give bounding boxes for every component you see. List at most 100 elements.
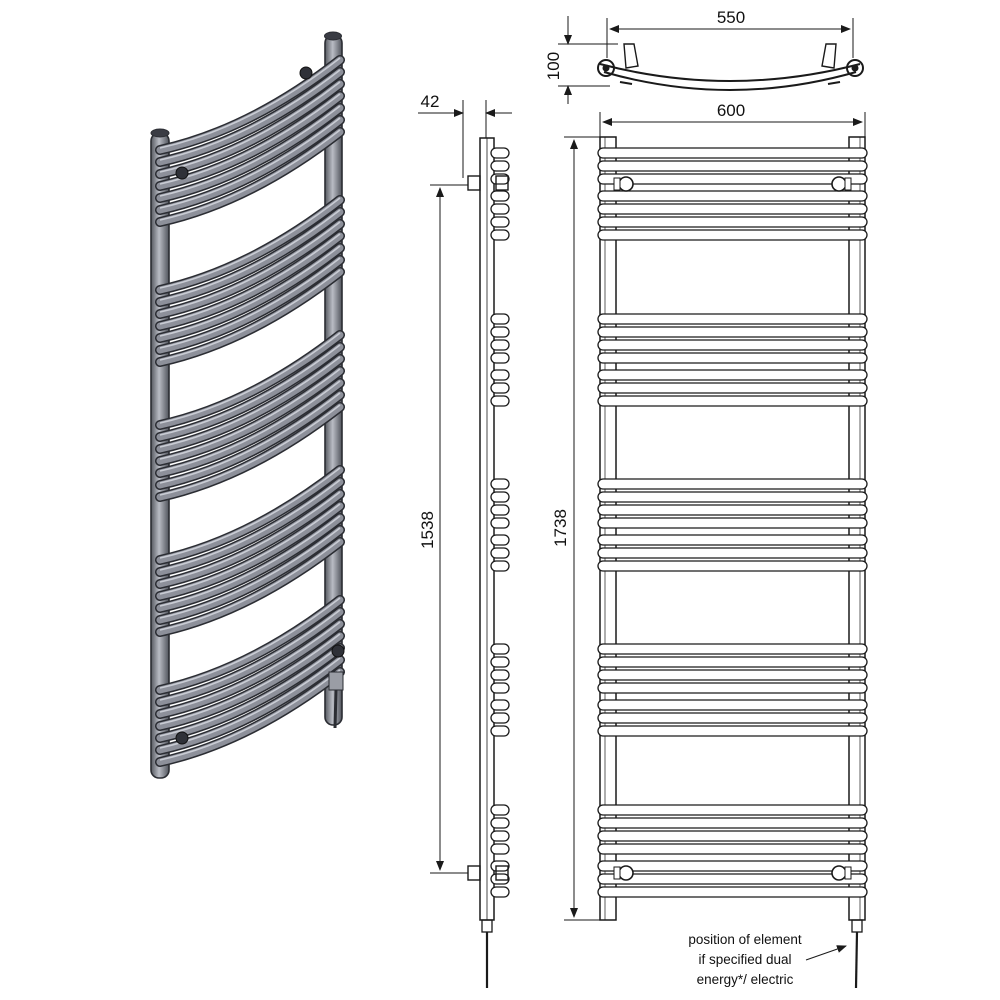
front-rail xyxy=(597,352,868,364)
front-rail xyxy=(597,160,868,172)
dim-550-label: 550 xyxy=(717,8,745,27)
side-view: 42 1538 xyxy=(418,92,512,988)
side-rail-stub xyxy=(490,560,510,572)
perspective-rail-highlight xyxy=(159,467,341,559)
perspective-rail-highlight xyxy=(159,503,341,595)
perspective-rail-highlight xyxy=(159,645,341,737)
front-rail xyxy=(597,190,868,202)
front-rail xyxy=(597,669,868,681)
perspective-rail-highlight xyxy=(159,209,341,301)
element-arrow-icon xyxy=(805,945,847,961)
perspective-rail-highlight xyxy=(159,669,341,761)
perspective-rail-highlight xyxy=(159,539,341,631)
side-rail-stub xyxy=(490,313,510,325)
bracket xyxy=(331,644,345,658)
front-rail xyxy=(597,860,868,872)
right-upright-cap xyxy=(324,31,342,41)
perspective-rail xyxy=(156,343,344,441)
side-rail-stub xyxy=(490,682,510,694)
perspective-rail-highlight xyxy=(159,257,341,349)
perspective-rail xyxy=(156,56,344,154)
side-rail-stub xyxy=(490,725,510,737)
front-rail xyxy=(597,395,868,407)
dim-1538-label: 1538 xyxy=(418,511,437,549)
side-rail-stub xyxy=(490,190,510,202)
perspective-rail-highlight xyxy=(159,609,341,701)
front-rail xyxy=(597,886,868,898)
side-rail-stub xyxy=(490,656,510,668)
side-rail-stub xyxy=(490,830,510,842)
perspective-rail xyxy=(156,478,344,576)
side-rail-stub xyxy=(490,147,510,159)
side-rail-stub xyxy=(490,339,510,351)
front-rail xyxy=(597,547,868,559)
bracket xyxy=(175,166,189,180)
perspective-rail-highlight xyxy=(159,269,341,361)
perspective-rail xyxy=(156,490,344,588)
front-brackets xyxy=(613,176,852,881)
perspective-rail-highlight xyxy=(159,380,341,472)
perspective-rail-highlight xyxy=(159,633,341,725)
perspective-rail xyxy=(156,538,344,636)
side-rail-stub xyxy=(490,491,510,503)
dim-600-label: 600 xyxy=(717,101,745,120)
perspective-rail-highlight xyxy=(159,621,341,713)
perspective-rail xyxy=(156,379,344,477)
perspective-rail-highlight xyxy=(159,197,341,289)
front-rail xyxy=(597,229,868,241)
perspective-rail xyxy=(156,632,344,730)
front-rail xyxy=(597,830,868,842)
curved-rails xyxy=(155,55,345,767)
perspective-rail xyxy=(156,68,344,166)
perspective-rail-highlight xyxy=(159,356,341,448)
side-rail-stub xyxy=(490,160,510,172)
side-rail-stub xyxy=(490,326,510,338)
side-rail-stub xyxy=(490,395,510,407)
front-rail xyxy=(597,147,868,159)
perspective-rail-highlight xyxy=(159,515,341,607)
perspective-rail-highlight xyxy=(159,404,341,496)
perspective-rail-highlight xyxy=(159,245,341,337)
perspective-rail-highlight xyxy=(159,392,341,484)
front-rail xyxy=(597,491,868,503)
side-rail-stub xyxy=(490,669,510,681)
front-rail xyxy=(597,804,868,816)
perspective-rail-highlight xyxy=(159,479,341,571)
perspective-rail-highlight xyxy=(159,129,341,221)
perspective-rail-highlight xyxy=(159,344,341,436)
side-rail-stub xyxy=(490,203,510,215)
front-rail xyxy=(597,560,868,572)
perspective-rail xyxy=(156,596,344,694)
top-rail-outer xyxy=(599,63,861,82)
side-rail-stub xyxy=(490,804,510,816)
front-rail xyxy=(597,216,868,228)
side-rail-stub xyxy=(490,382,510,394)
perspective-rail xyxy=(156,208,344,306)
side-rail-stub xyxy=(490,699,510,711)
perspective-rail-highlight xyxy=(159,597,341,689)
perspective-rail-highlight xyxy=(159,332,341,424)
bracket xyxy=(175,731,189,745)
perspective-rail xyxy=(156,92,344,190)
side-rail-stub xyxy=(490,886,510,898)
left-upright-cap xyxy=(150,128,170,138)
perspective-rail xyxy=(156,367,344,465)
perspective-rail-highlight xyxy=(159,368,341,460)
perspective-rail-highlight xyxy=(159,233,341,325)
side-rail-stub xyxy=(490,517,510,529)
perspective-rail xyxy=(156,526,344,624)
perspective-rail xyxy=(156,232,344,330)
perspective-rail xyxy=(156,502,344,600)
front-rail xyxy=(597,699,868,711)
perspective-rail-highlight xyxy=(159,117,341,209)
perspective-rail-highlight xyxy=(159,81,341,173)
perspective-rail xyxy=(156,620,344,718)
side-rail-stub xyxy=(490,352,510,364)
side-rail-stub xyxy=(490,229,510,241)
front-rail xyxy=(597,873,868,885)
front-rail xyxy=(597,843,868,855)
note-line-1: position of element xyxy=(688,932,802,947)
front-rail xyxy=(597,643,868,655)
bracket xyxy=(299,66,313,80)
side-rail-stub xyxy=(490,843,510,855)
